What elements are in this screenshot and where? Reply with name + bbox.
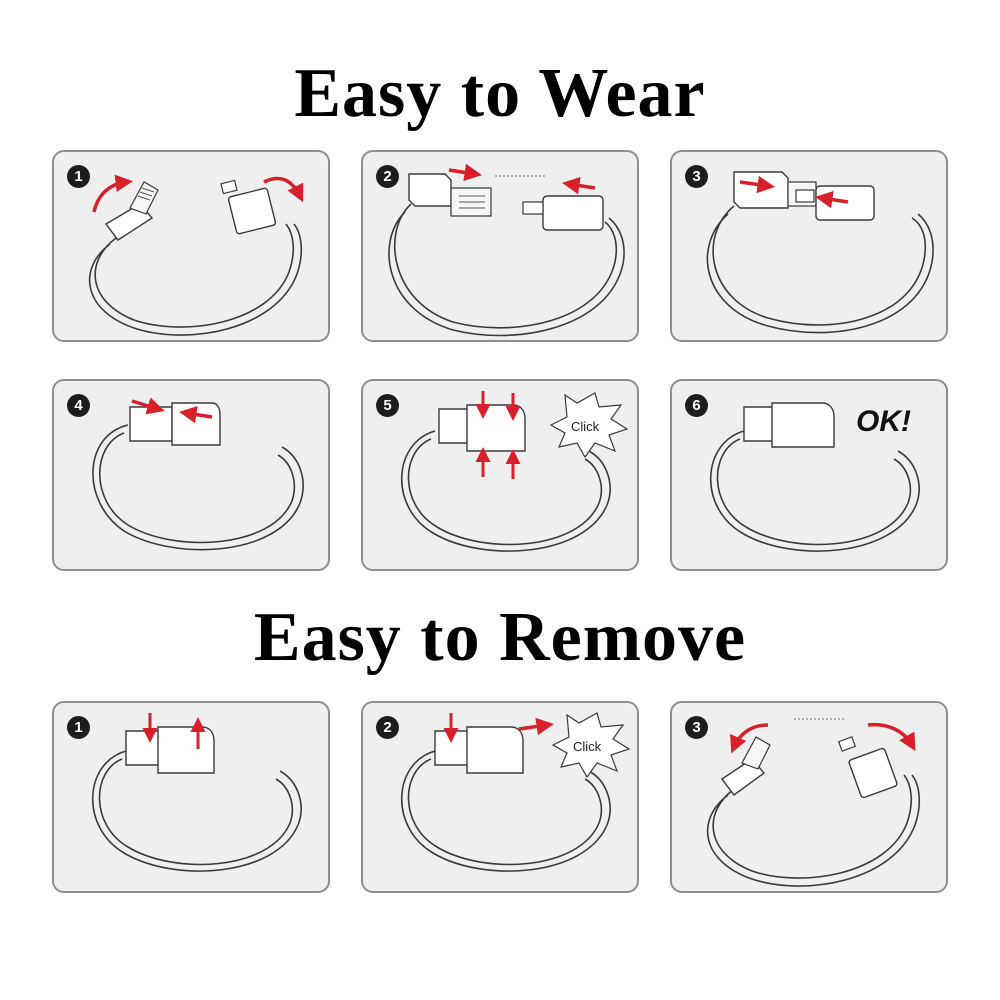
usb-plug-icon (408, 173, 492, 217)
straight-arrow-icon (131, 397, 165, 415)
curved-arrow-icon (92, 174, 133, 213)
wear-step-5-illustration: Click (400, 391, 629, 552)
straight-arrow-icon (179, 405, 213, 424)
wear-step-3-illustration (706, 171, 934, 334)
step-number-badge: 3 (685, 165, 708, 188)
straight-arrow-icon (562, 176, 596, 195)
micro-usb-plug-icon (220, 179, 277, 235)
remove-step-2-panel: 2 Click (361, 701, 639, 893)
step-number-badge: 6 (685, 394, 708, 417)
click-sound-text: Click (571, 419, 600, 434)
straight-arrow-icon (739, 175, 775, 194)
ok-callout-text: OK! (856, 405, 911, 438)
usb-plug-icon (720, 736, 771, 796)
connected-clasp (434, 726, 524, 774)
remove-step-2-illustration: Click (400, 712, 631, 872)
wear-step-4-panel: 4 (52, 379, 330, 571)
straight-arrow-icon (815, 190, 849, 209)
click-sound-text: Click (573, 739, 602, 754)
wear-step-1-panel: 1 (52, 150, 330, 342)
remove-step-1-panel: 1 (52, 701, 330, 893)
step-number-badge: 3 (685, 716, 708, 739)
micro-usb-plug-icon (837, 736, 898, 799)
wear-title: Easy to Wear (294, 55, 706, 132)
curved-arrow-icon (730, 723, 769, 754)
step-number-badge: 1 (67, 165, 90, 188)
remove-step-1-illustration (91, 713, 302, 872)
straight-arrow-icon (518, 717, 554, 736)
curved-arrow-icon (867, 722, 916, 752)
step-number-badge: 1 (67, 716, 90, 739)
connected-clasp (743, 402, 835, 448)
starburst-icon (549, 392, 629, 459)
remove-step-3-illustration (706, 718, 921, 887)
step-number-badge: 2 (376, 165, 399, 188)
wear-step-3-panel: 3 (670, 150, 948, 342)
wear-step-4-illustration (92, 397, 304, 551)
wear-step-1-illustration (88, 174, 304, 336)
wear-step-5-panel: 5 Click (361, 379, 639, 571)
wear-step-2-panel: 2 (361, 150, 639, 342)
straight-arrow-icon (448, 163, 482, 182)
remove-step-3-panel: 3 (670, 701, 948, 893)
wear-step-6-illustration: OK! (709, 402, 920, 552)
step-number-badge: 5 (376, 394, 399, 417)
step-number-badge: 2 (376, 716, 399, 739)
micro-usb-plug-icon (522, 195, 604, 231)
starburst-icon (551, 712, 631, 779)
usb-plug-icon (104, 181, 159, 241)
connected-clasp (125, 726, 215, 774)
step-number-badge: 4 (67, 394, 90, 417)
wear-step-2-illustration (388, 163, 625, 337)
wear-step-6-panel: 6 OK! (670, 379, 948, 571)
connected-clasp (129, 402, 221, 446)
remove-title: Easy to Remove (253, 599, 747, 676)
curved-arrow-icon (263, 176, 304, 203)
